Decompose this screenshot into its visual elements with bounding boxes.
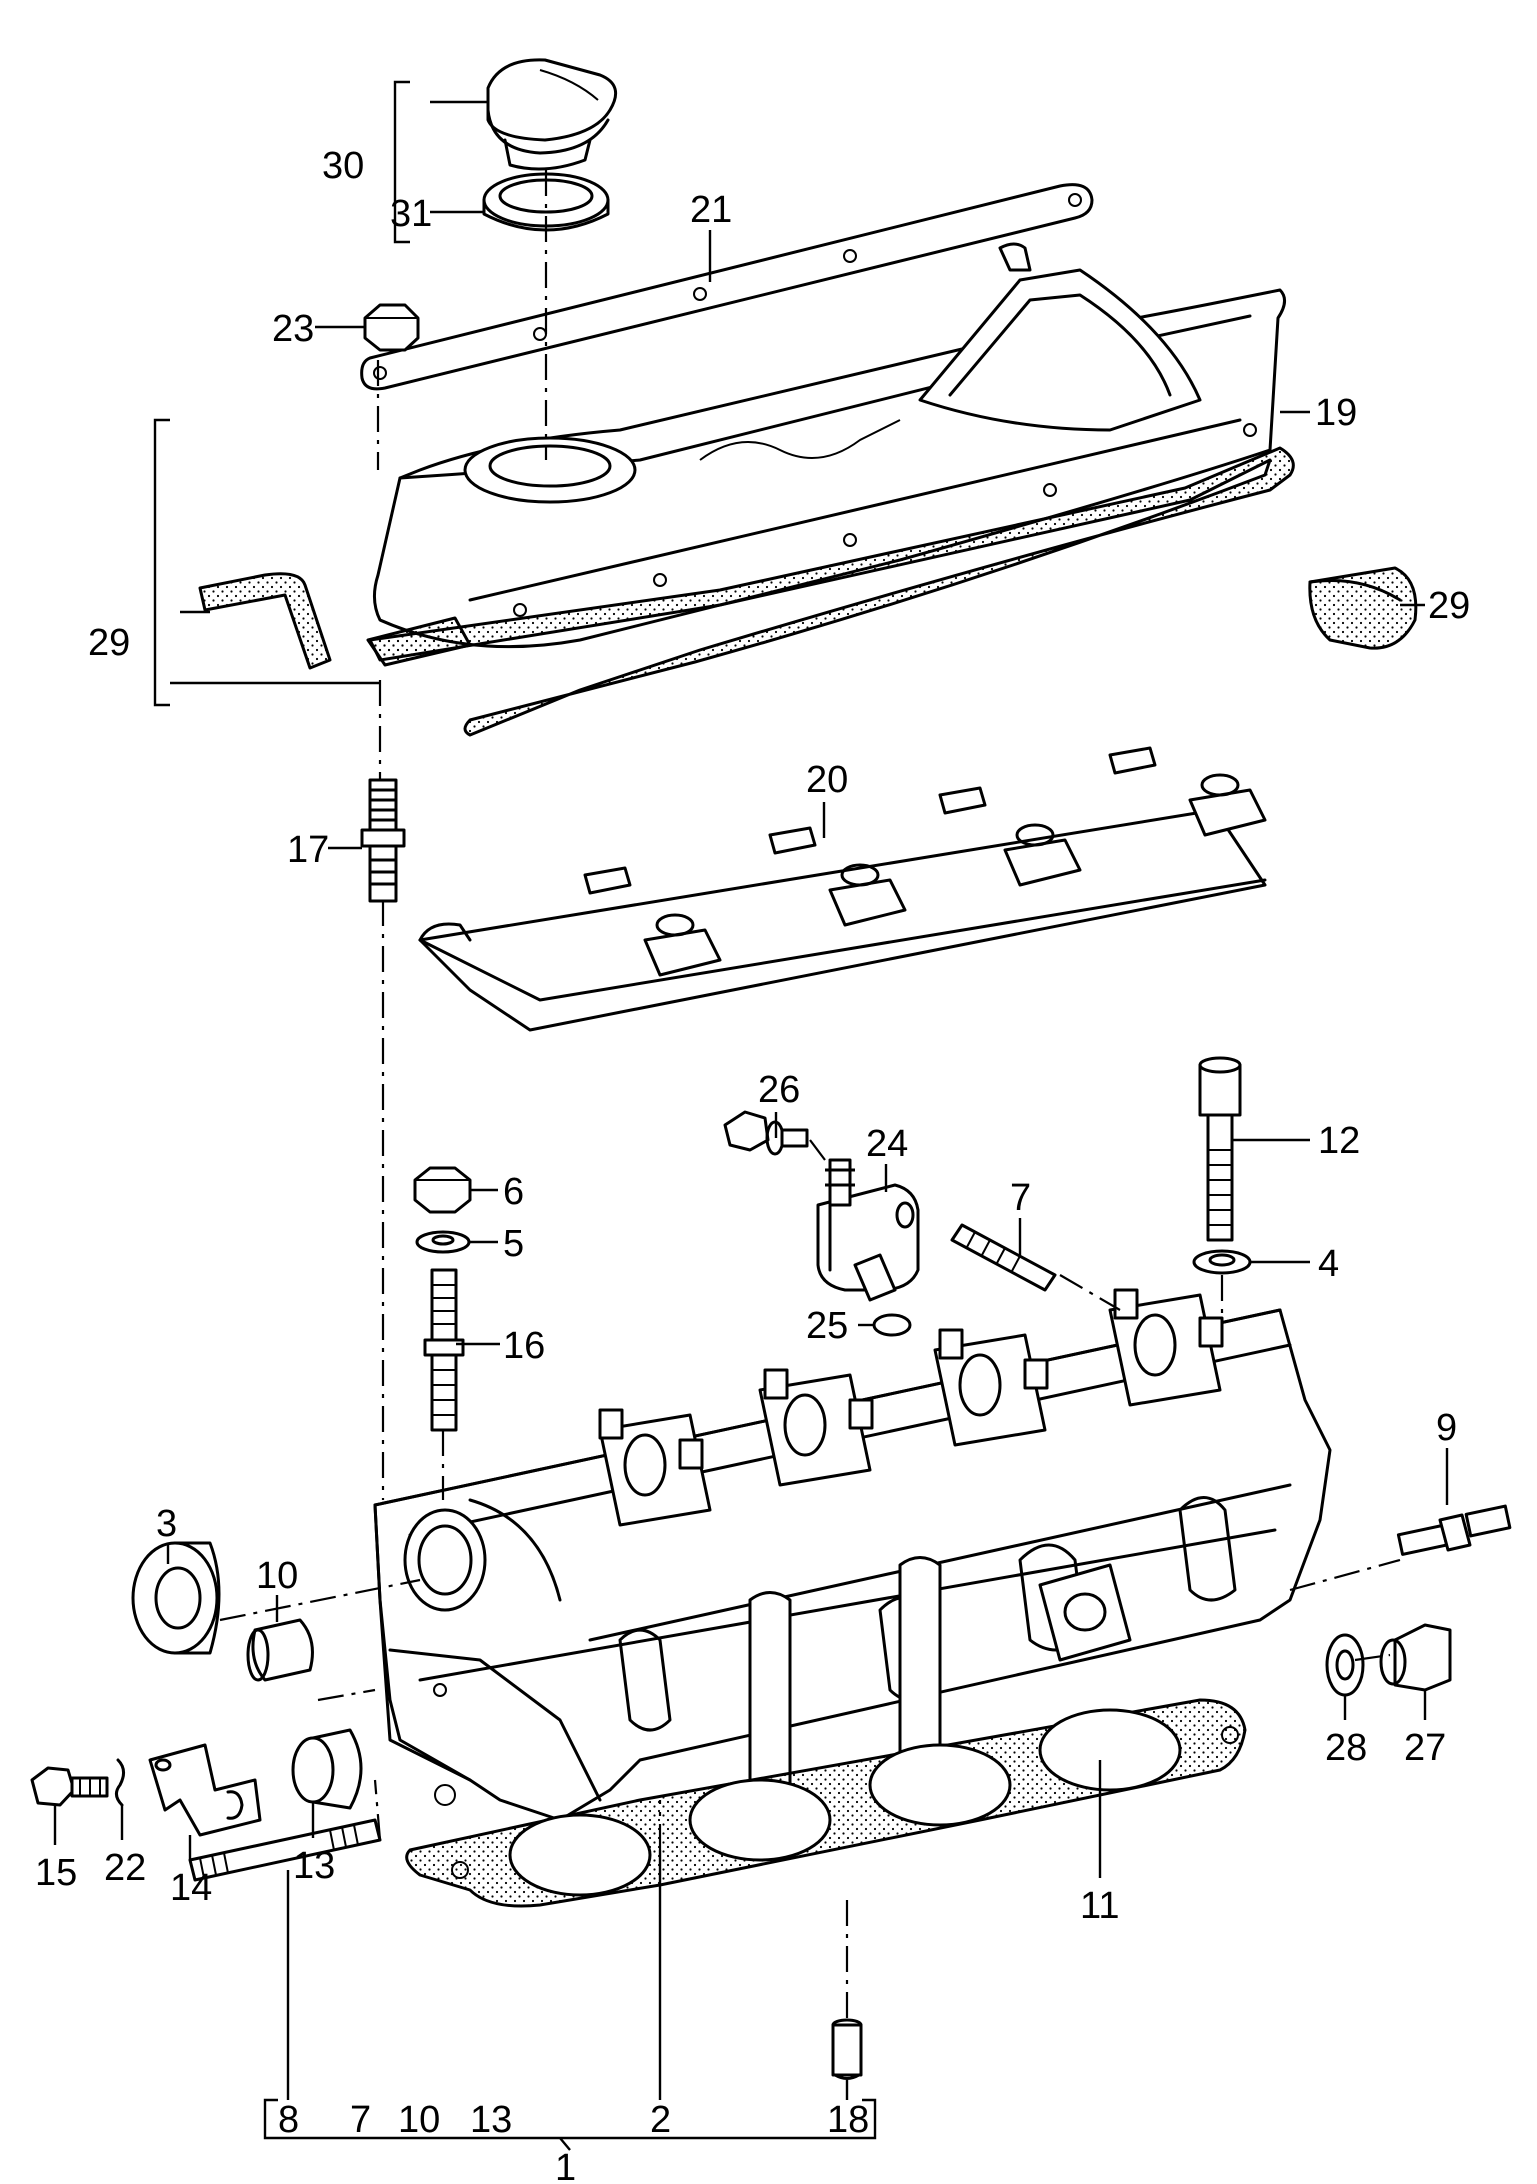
valve-cover-gasket-end xyxy=(366,616,472,667)
valve-guide-part-18 xyxy=(831,2018,863,2080)
callout-29-right: 29 xyxy=(1428,585,1470,627)
valve-cover-part-19 xyxy=(373,242,1286,649)
callout-19: 19 xyxy=(1315,392,1357,434)
callout-7-upper: 7 xyxy=(1010,1177,1031,1219)
callout-28: 28 xyxy=(1325,1727,1367,1769)
callout-13-side: 13 xyxy=(293,1845,335,1887)
oil-seal-part-3 xyxy=(131,1541,221,1655)
sealing-washer-part-28 xyxy=(1325,1633,1365,1697)
callout-5: 5 xyxy=(503,1223,524,1265)
seal-cup-part-13 xyxy=(291,1728,363,1810)
half-moon-seal-left-part-29 xyxy=(198,572,332,670)
callout-13-bottom: 13 xyxy=(470,2099,512,2141)
callout-20: 20 xyxy=(806,759,848,801)
callout-15: 15 xyxy=(35,1852,77,1894)
screw-plug-part-27 xyxy=(1379,1623,1452,1692)
callout-16: 16 xyxy=(503,1325,545,1367)
stud-part-17 xyxy=(360,778,406,903)
callout-14: 14 xyxy=(170,1867,212,1909)
callout-17: 17 xyxy=(287,829,329,871)
callout-11: 11 xyxy=(1080,1885,1119,1927)
callout-21: 21 xyxy=(690,189,732,231)
bracket-part-14 xyxy=(148,1743,262,1837)
callout-9: 9 xyxy=(1436,1407,1457,1449)
washer-part-4 xyxy=(1192,1249,1252,1275)
callout-18: 18 xyxy=(827,2099,869,2141)
gasket-21-bolt-holes xyxy=(373,193,1082,380)
cylinder-head-gasket-part-11 xyxy=(405,1698,1247,1908)
half-moon-seal-right-part-29 xyxy=(1308,566,1418,650)
oil-filler-cap-part-30 xyxy=(486,58,618,171)
callout-10-bottom: 10 xyxy=(398,2099,440,2141)
callout-25: 25 xyxy=(806,1305,848,1347)
head-bolt-part-12 xyxy=(1198,1056,1242,1242)
nut-part-6 xyxy=(413,1166,472,1214)
hex-nut-part-23 xyxy=(363,303,420,352)
baffle-bolt-towers xyxy=(583,746,1267,977)
callout-22: 22 xyxy=(104,1847,146,1889)
plug-part-10 xyxy=(246,1618,314,1682)
stud-part-7 xyxy=(950,1223,1057,1292)
spring-washer-part-22 xyxy=(115,1758,125,1807)
camshaft-bearing-caps xyxy=(598,1288,1224,1527)
callout-30: 30 xyxy=(322,145,364,187)
bolt-with-washer-part-26 xyxy=(723,1110,809,1156)
temperature-sender-part-9 xyxy=(1396,1504,1512,1556)
callout-26: 26 xyxy=(758,1069,800,1111)
washer-part-5 xyxy=(415,1230,471,1254)
stud-part-16 xyxy=(423,1268,465,1432)
valve-cover-gasket-lower xyxy=(368,446,1295,737)
callout-27: 27 xyxy=(1404,1727,1446,1769)
callout-6: 6 xyxy=(503,1171,524,1213)
callout-leader-lines xyxy=(53,80,1449,2151)
callout-10-side: 10 xyxy=(256,1555,298,1597)
breather-connector-part-24 xyxy=(816,1158,920,1302)
callout-7-bottom: 7 xyxy=(350,2099,371,2141)
bolt-part-15 xyxy=(30,1766,109,1807)
callout-3: 3 xyxy=(156,1503,177,1545)
callout-1: 1 xyxy=(555,2147,576,2184)
callout-31: 31 xyxy=(390,193,432,235)
callout-24: 24 xyxy=(866,1123,908,1165)
camshaft-seal-bore xyxy=(403,1498,562,1612)
assembly-centre-lines xyxy=(219,170,1401,2020)
callout-2: 2 xyxy=(650,2099,671,2141)
callout-4: 4 xyxy=(1318,1243,1339,1285)
callout-labels: 30 31 21 23 19 29 29 20 17 26 24 12 7 6 … xyxy=(35,145,1470,2184)
callout-8: 8 xyxy=(278,2099,299,2141)
o-ring-part-25 xyxy=(872,1313,912,1337)
oil-baffle-plate-part-20 xyxy=(418,746,1267,1032)
coolant-flange xyxy=(1038,1563,1132,1662)
callout-29-left: 29 xyxy=(88,622,130,664)
callout-12: 12 xyxy=(1318,1120,1360,1162)
callout-23: 23 xyxy=(272,308,314,350)
